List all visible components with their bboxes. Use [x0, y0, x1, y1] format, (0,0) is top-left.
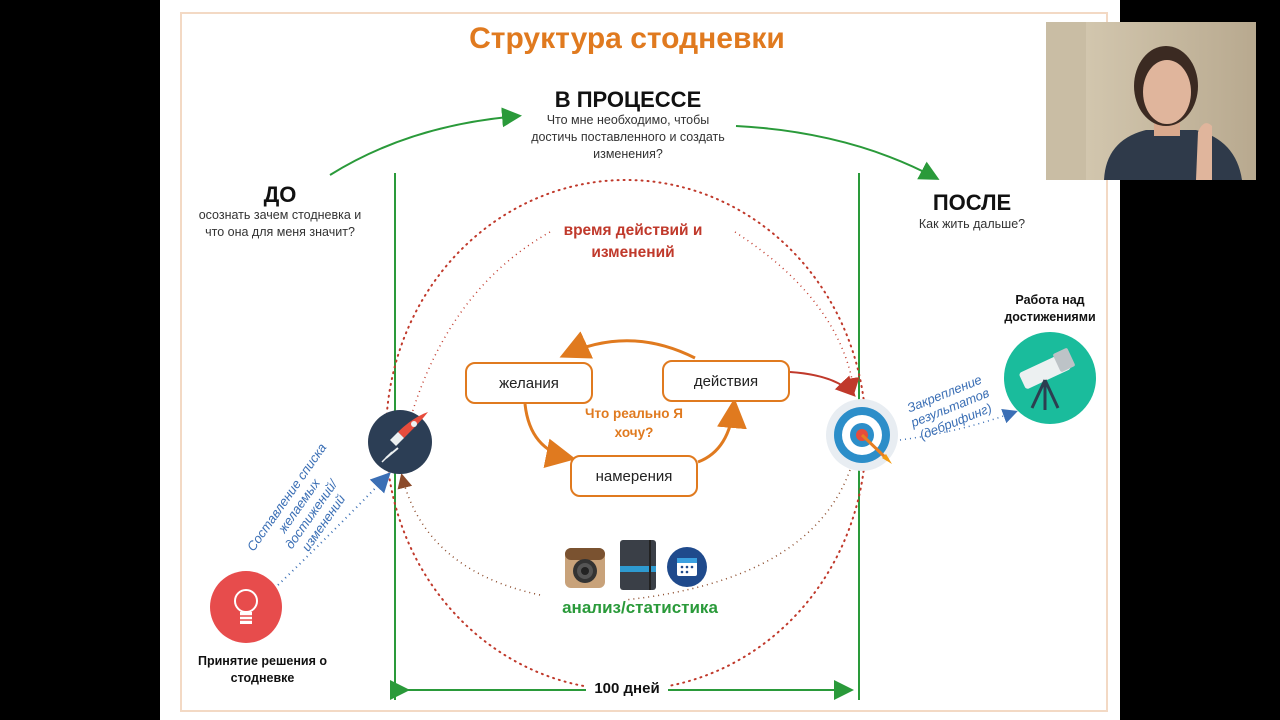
- presentation-slide: Структура стодневки ДО осознать зачем ст…: [160, 0, 1120, 720]
- diagram-canvas: [210, 107, 1096, 700]
- time-label: время действий и изменений: [563, 222, 703, 261]
- wishes-box: желания: [465, 362, 593, 404]
- calendar-icon: [667, 547, 707, 587]
- notebook-icon: [620, 540, 656, 590]
- telescope-icon: [1004, 332, 1096, 424]
- decision-label: Принятие решения о стодневке: [198, 654, 327, 685]
- presenter-video-frame: [1046, 22, 1256, 180]
- instagram-icon: [565, 548, 605, 588]
- after-text: Как жить дальше?: [918, 217, 1026, 231]
- intentions-box: намерения: [570, 455, 698, 497]
- process-text: Что мне необходимо, чтобы достичь постав…: [531, 113, 725, 161]
- webcam-video: [1046, 22, 1256, 180]
- inner-dotted-arc-left: [397, 231, 551, 471]
- rocket-icon: [368, 410, 432, 474]
- center-question: Что реально Я хочу?: [585, 406, 683, 440]
- achievements-label: Работа над достижениями: [1004, 293, 1096, 324]
- inner-dotted-arc-right: [734, 231, 860, 393]
- before-text: осознать зачем стодневка и что она для м…: [198, 208, 362, 239]
- cycle-arrow-wishes-to-intentions: [523, 403, 576, 468]
- process-heading: В ПРОЦЕССЕ: [554, 87, 702, 112]
- actions-box: действия: [662, 360, 790, 402]
- analysis-label: анализ/статистика: [562, 598, 718, 617]
- cycle-arrow-intentions-to-actions: [697, 398, 747, 464]
- cycle-arrow-actions-to-wishes: [559, 331, 696, 360]
- arrow-actions-to-target: [789, 371, 856, 397]
- target-icon: [826, 399, 898, 471]
- arrow-before-to-process: [329, 107, 522, 176]
- slide-title: Структура стодневки: [469, 22, 785, 55]
- after-heading: ПОСЛЕ: [932, 190, 1012, 215]
- lightbulb-icon: [210, 571, 282, 643]
- arrow-process-to-after: [735, 125, 940, 180]
- days-label: 100 дней: [586, 680, 668, 697]
- slide-frame: [180, 12, 1108, 712]
- inner-dotted-arc-bottom-left: [397, 473, 541, 596]
- before-heading: ДО: [263, 182, 297, 207]
